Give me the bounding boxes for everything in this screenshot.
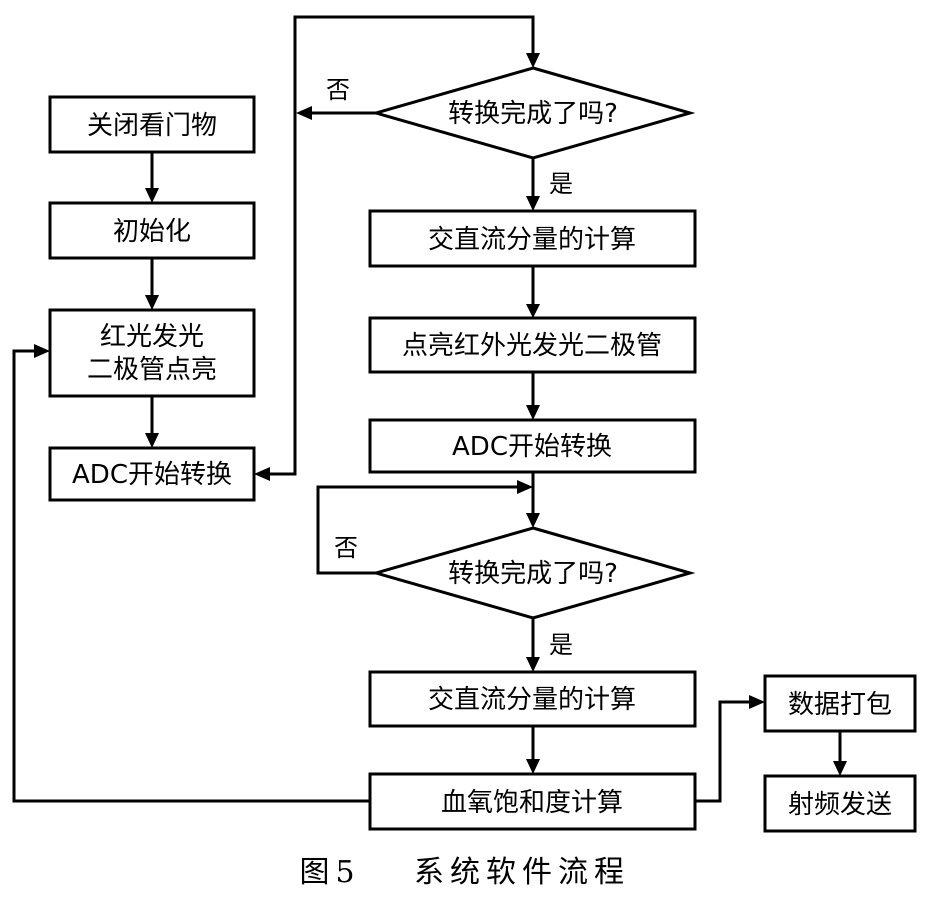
arrowhead <box>145 295 159 310</box>
node-calc-2-label: 交直流分量的计算 <box>428 685 636 715</box>
node-adc-start-2-label: ADC开始转换 <box>452 432 612 462</box>
node-ir-led <box>368 316 697 374</box>
node-calc-2 <box>368 670 697 728</box>
node-rf-send <box>763 774 917 833</box>
node-init-label: 初始化 <box>113 217 191 247</box>
node-rf-send-label: 射频发送 <box>788 790 892 820</box>
arrowhead <box>526 53 540 68</box>
label-yes-2: 是 <box>549 631 573 659</box>
arrowhead <box>145 188 159 203</box>
connector-check2-no <box>316 485 518 575</box>
node-red-led-label-1: 红光发光 <box>100 322 204 352</box>
label-no-1: 否 <box>326 76 350 104</box>
connector-adc1-to-check1 <box>269 15 535 476</box>
arrowhead <box>526 513 540 528</box>
node-check-1-label: 转换完成了吗? <box>448 99 618 129</box>
arrowhead <box>517 480 533 494</box>
arrowhead <box>526 196 540 211</box>
node-spo2 <box>368 772 697 831</box>
arrowhead <box>34 344 50 358</box>
connector-spo2-to-packet <box>695 700 750 803</box>
arrowhead <box>296 106 312 120</box>
arrowhead <box>254 467 270 481</box>
arrowhead <box>749 695 765 709</box>
arrowhead <box>526 405 540 420</box>
node-close-gate-label: 关闭看门物 <box>87 111 217 141</box>
node-packet <box>763 674 917 733</box>
arrowhead <box>526 657 540 672</box>
node-adc-start-1-label: ADC开始转换 <box>72 460 232 490</box>
figure-number: 图5 <box>299 855 360 890</box>
figure-title: 系统软件流程 <box>414 855 630 890</box>
label-yes-1: 是 <box>549 170 573 198</box>
arrowhead <box>833 761 847 776</box>
node-spo2-label: 血氧饱和度计算 <box>441 788 623 818</box>
connector-spo2-to-red <box>12 349 370 803</box>
arrowhead <box>526 304 540 318</box>
node-calc-1-label: 交直流分量的计算 <box>428 225 636 255</box>
node-close-gate <box>48 95 256 154</box>
arrowhead <box>145 433 159 448</box>
node-packet-label: 数据打包 <box>788 690 892 720</box>
arrowhead <box>526 759 540 774</box>
node-red-led-label-2: 二极管点亮 <box>87 355 217 385</box>
node-check-2-label: 转换完成了吗? <box>448 559 618 589</box>
label-no-2: 否 <box>334 534 358 562</box>
node-ir-led-label: 点亮红外光发光二极管 <box>402 331 662 361</box>
